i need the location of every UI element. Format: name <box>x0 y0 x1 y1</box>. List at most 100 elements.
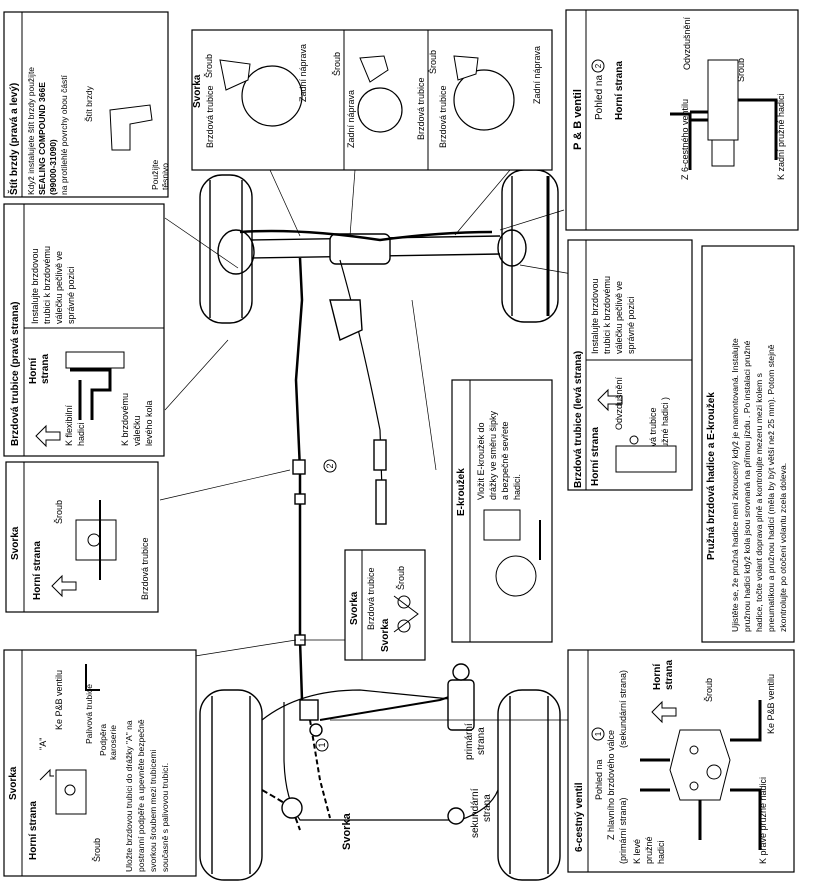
six-way-view-num: 1 <box>594 731 603 736</box>
tube-right-instr-4: správné pozici <box>66 266 76 324</box>
clamp-small-title: Svorka <box>349 591 360 625</box>
tube-right-top-2: strana <box>40 354 51 384</box>
front-left-tire <box>199 689 263 881</box>
six-way-screw: Šroub <box>704 678 714 702</box>
clamp-mid-top: Horní strana <box>32 541 43 600</box>
tube-right-cyl-2: válečku <box>132 415 142 446</box>
six-way-left-1: K levé <box>632 839 642 864</box>
panel-brake-shield: Štít brzdy (pravá a levý) Když instaluje… <box>3 11 170 198</box>
top-clamp-tube-label-2: Brzdová trubice <box>416 77 426 140</box>
brake-shield-sketch <box>109 104 153 151</box>
clamp-bottom-instr-4: současně s palivovou trubicí. <box>160 763 170 872</box>
brake-shield-part-label: Štít brzdy <box>84 85 94 122</box>
tube-right-cyl-3: levého kola <box>144 400 154 446</box>
clamp-bottom-a-label: "A" <box>38 738 48 750</box>
tube-left-hose: ( K pružné hadici ) <box>660 397 670 470</box>
pb-top-side: Horní strana <box>614 61 625 120</box>
top-clamp-screw-label-3: Šroub <box>428 50 438 74</box>
flex-hose-line-5: zkontrolujte po otočení volantu zcela do… <box>778 463 788 632</box>
clamp-bottom-title: Svorka <box>8 766 19 800</box>
pb-valve-body <box>707 59 739 141</box>
pb-screw-label: Šroub <box>736 58 746 82</box>
clamp-bottom-instr-3: svorkou šroubem mezi trubicemi <box>148 750 158 872</box>
arrow-up-icon <box>597 388 623 412</box>
clamp-bottom-pb: Ke P&B ventilu <box>54 670 64 730</box>
panel-rear-axle-clamps: Svorka Brzdová trubice Šroub Zadní nápra… <box>191 29 553 171</box>
brake-shield-title: Štít brzdy (pravá a levý) <box>7 83 20 195</box>
e-ring-title: E-kroužek <box>456 468 467 516</box>
clamp-mid-title: Svorka <box>10 526 21 560</box>
clamp-bottom-top: Horní strana <box>28 801 39 860</box>
clamp-bottom-screw: Šroub <box>92 838 102 862</box>
clamp-small-title-2: Svorka <box>380 618 391 652</box>
rear-right-tire <box>501 169 559 323</box>
top-clamp-axle-label-3: Zadní náprava <box>532 46 542 104</box>
arrow-up-icon <box>51 574 77 598</box>
six-way-valve-location <box>299 699 319 721</box>
secondary-side-label-1: sekundární <box>470 788 481 838</box>
tube-right-instr-2: trubici k brzdovému <box>42 246 52 324</box>
rear-left-tire <box>199 174 253 324</box>
six-way-view: Pohled na <box>594 759 604 800</box>
six-way-master: Z hlavního brzdového válce <box>606 730 616 840</box>
pb-bleed-label: Odvzdušnění <box>682 16 692 70</box>
clamp-mid-tube: Brzdová trubice <box>140 537 150 600</box>
e-ring-instr-4: hadici. <box>512 474 522 500</box>
brake-shield-text-3: (99000-31090) <box>48 139 58 195</box>
tube-left-bleed: Odvzdušnění <box>614 376 624 430</box>
pb-view-num: 2 <box>594 63 603 68</box>
secondary-side-label-2: strana <box>482 794 493 822</box>
clamp-small-screw: Šroub <box>396 566 406 590</box>
tube-right-cyl-1: K brzdovému <box>120 393 130 446</box>
clamp-small-tube: Brzdová trubice <box>366 567 376 630</box>
panel-brake-tube-left: Brzdová trubice (levá strana) Instalujte… <box>567 239 693 491</box>
tube-left-top: Horní strana <box>590 427 601 486</box>
tube-left-instr-4: správné pozici <box>626 296 636 354</box>
top-clamp-screw-label: Šroub <box>204 54 214 78</box>
six-way-pb: Ke P&B ventilu <box>766 674 776 734</box>
pb-from-6way: Z 6-cestného ventilu <box>680 99 690 180</box>
tube-left-instr-1: Instalujte brzdovou <box>590 278 600 354</box>
panel-clamp-mid: Svorka Horní strana Šroub Brzdová trubic… <box>5 461 159 613</box>
main-brake-line <box>294 257 304 701</box>
flex-hose-line-4: pneumatikou a pružnou hadicí (měla by bý… <box>766 344 776 632</box>
pb-view-label: Pohled na <box>594 75 605 120</box>
primary-side-label-1: primární <box>464 723 475 760</box>
arrow-up-icon <box>651 700 677 724</box>
six-way-body <box>669 729 731 801</box>
arrow-up-icon <box>35 424 61 448</box>
six-way-top-1: Horní <box>652 663 663 690</box>
top-clamp-title: Svorka <box>192 74 203 108</box>
clamp-bottom-fuel: Palivová trubice <box>84 684 94 744</box>
pb-to-rear-hose: K zadní pružné hadici <box>776 93 786 180</box>
chassis-labels: 2 1 Svorka primární strana sekundární st… <box>315 459 493 850</box>
clamp-bottom-support-1: Podpěra <box>98 724 108 756</box>
master-cylinder <box>447 679 475 731</box>
flex-hose-line-3: hadice, točte volant doprava plně a kont… <box>754 373 764 632</box>
callout-1: 1 <box>317 742 327 747</box>
sealant-label-1: Použijte <box>150 159 160 190</box>
brake-shield-text-1: Když instalujete štít brzdy použijte <box>26 67 36 195</box>
chassis-drawing <box>159 169 579 881</box>
panel-flex-hose: Pružná brzdová hadice a E-kroužek Ujistě… <box>701 245 795 643</box>
panel-e-ring: E-kroužek Vložit E-kroužek do drážky ve … <box>451 379 553 643</box>
chassis-svorka-label: Svorka <box>341 812 353 850</box>
flex-hose-line-1: Ujistěte se, že pružná hadice není zkrou… <box>730 338 740 632</box>
panel-pb-valve: P & B ventil Pohled na 2 Horní strana Od… <box>565 9 799 231</box>
six-way-left-3: hadici <box>656 840 666 864</box>
top-clamp-tube-label: Brzdová trubice <box>205 85 215 148</box>
tube-left-title: Brzdová trubice (levá strana) <box>573 351 584 488</box>
e-ring-instr-2: drážky ve směru šipky <box>488 410 498 500</box>
flex-hose-title: Pružná brzdová hadice a E-kroužek <box>706 392 717 560</box>
brake-shield-text-2: SEALING COMPOUND 366E <box>37 82 47 195</box>
tube-right-flex-1: K flexibilní <box>64 404 74 446</box>
tube-right-title: Brzdová trubice (pravá strana) <box>10 302 21 447</box>
tube-left-instr-2: trubici k brzdovému <box>602 276 612 354</box>
tube-right-instr-3: válečku pečlivě ve <box>54 251 64 324</box>
clamp-bottom-instr-2: postranní podpěře a upevněte bezpečně <box>136 719 146 872</box>
top-clamp-axle-label-1: Zadní náprava <box>298 44 308 102</box>
tube-left-instr-3: válečku pečlivě ve <box>614 281 624 354</box>
panel-brake-tube-right: Brzdová trubice (pravá strana) Instalujt… <box>3 203 165 457</box>
six-way-primary: (primární strana) <box>618 797 628 864</box>
